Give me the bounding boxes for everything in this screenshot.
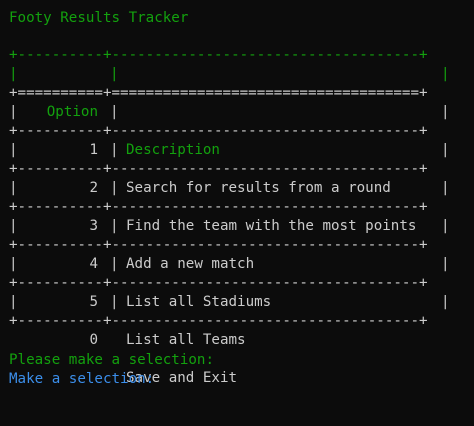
table-row-separator: +----------+----------------------------… [9,237,428,253]
table-border: | [9,218,18,234]
option-description: List all Stadiums [126,294,272,310]
option-number: 1 [89,142,98,158]
table-border: | [9,104,18,120]
option-number: 5 [89,294,98,310]
table-border: | [110,180,119,196]
header-option: Option [46,104,98,120]
table-row: | 0 | Save and Exit | [9,293,450,386]
table-bottom-border: +----------+----------------------------… [9,313,428,329]
selection-prompt[interactable]: Make a selection: [9,371,155,387]
table-border: | [9,256,18,272]
table-row-separator: +----------+----------------------------… [9,161,428,177]
instruction-text: Please make a selection: [9,352,214,368]
table-border: | [441,180,450,196]
table-border: | [441,256,450,272]
table-border: | [9,294,18,310]
menu-table: +----------+----------------------------… [9,46,450,386]
table-border: | [110,294,119,310]
table-border: | [441,104,450,120]
option-description: Save and Exit [126,370,238,386]
table-header-row: | Option | Description | [9,65,450,158]
table-top-border: +----------+----------------------------… [9,47,428,63]
table-row: | 4 | List all Stadiums | [9,217,450,310]
option-number: 0 [89,332,98,348]
table-border: | [441,66,450,82]
table-row-separator: +----------+----------------------------… [9,123,428,139]
table-border: | [441,294,450,310]
table-border: | [110,256,119,272]
option-description: Find the team with the most points [126,218,417,234]
table-border: | [441,218,450,234]
table-border: | [110,142,119,158]
table-header-separator: +==========+============================… [9,85,428,101]
option-description: List all Teams [126,332,246,348]
option-number: 4 [89,256,98,272]
table-row-separator: +----------+----------------------------… [9,275,428,291]
table-border: | [9,142,18,158]
table-row: | 2 | Find the team with the most points… [9,141,450,234]
app-title: Footy Results Tracker [9,10,189,26]
terminal-window[interactable]: Footy Results Tracker +----------+------… [0,0,474,404]
option-description: Search for results from a round [126,180,391,196]
table-border: | [441,142,450,158]
table-border: | [9,180,18,196]
table-row: | 1 | Search for results from a round | [9,103,450,196]
table-border: | [110,66,119,82]
table-border: | [9,66,18,82]
table-row: | 3 | Add a new match | [9,179,450,272]
option-number: 2 [89,180,98,196]
table-row: | 5 | List all Teams | [9,255,450,348]
header-description: Description [126,142,220,158]
table-border: | [110,104,119,120]
option-description: Add a new match [126,256,255,272]
option-number: 3 [89,218,98,234]
table-border: | [110,218,119,234]
table-row-separator: +----------+----------------------------… [9,199,428,215]
